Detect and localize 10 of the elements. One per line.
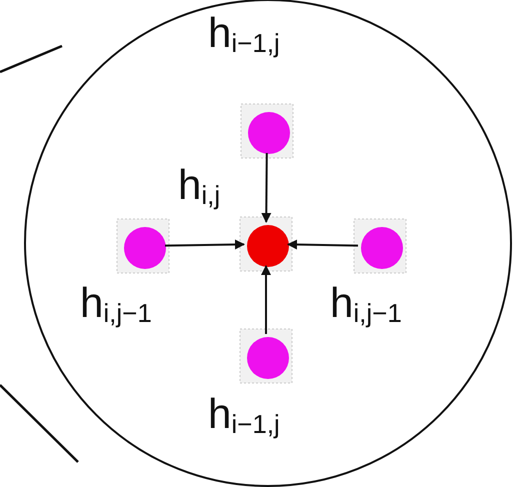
arrow (261, 152, 272, 223)
arrow (261, 265, 271, 334)
magnifier-circle (24, 0, 512, 487)
arrow (164, 240, 245, 250)
node-label: h$_{i,j}$ (178, 164, 220, 208)
node-label: h$_{i−1,j}$ (208, 12, 280, 56)
node-label: h$_{i,j−1}$ (330, 282, 402, 326)
arrow (287, 240, 358, 250)
node-label: h$_{i−1,j}$ (208, 393, 280, 438)
node-label: h$_{i,j−1}$ (80, 282, 152, 326)
